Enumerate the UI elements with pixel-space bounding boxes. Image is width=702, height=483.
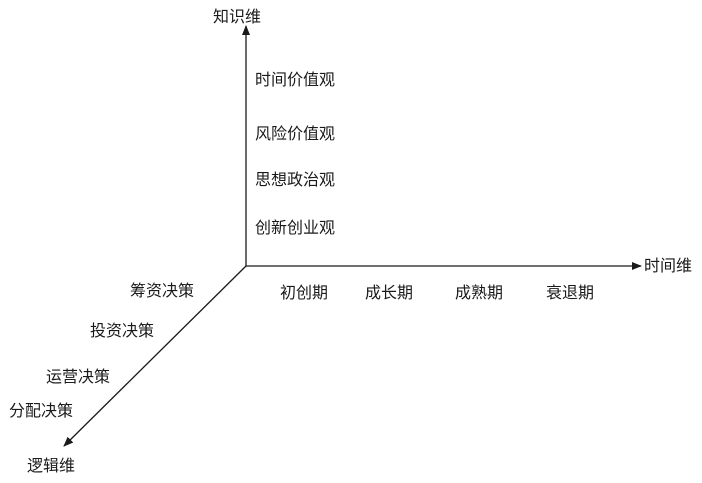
- knowledge-item-innovation: 创新创业观: [255, 218, 336, 237]
- logic-item-distribution: 分配决策: [9, 401, 74, 420]
- knowledge-item-time-value: 时间价值观: [255, 70, 336, 89]
- time-item-decline: 衰退期: [546, 283, 595, 302]
- logic-axis-title: 逻辑维: [27, 456, 76, 475]
- time-axis-title: 时间维: [644, 256, 693, 275]
- knowledge-item-ideology: 思想政治观: [255, 170, 336, 189]
- knowledge-item-risk-value: 风险价值观: [255, 124, 336, 143]
- time-item-maturity: 成熟期: [455, 283, 504, 302]
- logic-item-operation: 运营决策: [46, 367, 111, 386]
- time-item-startup: 初创期: [280, 283, 329, 302]
- logic-item-financing: 筹资决策: [130, 281, 195, 300]
- time-item-growth: 成长期: [365, 283, 414, 302]
- knowledge-axis-title: 知识维: [213, 7, 262, 26]
- logic-item-investment: 投资决策: [90, 321, 155, 340]
- logic-axis-line: [63, 265, 247, 447]
